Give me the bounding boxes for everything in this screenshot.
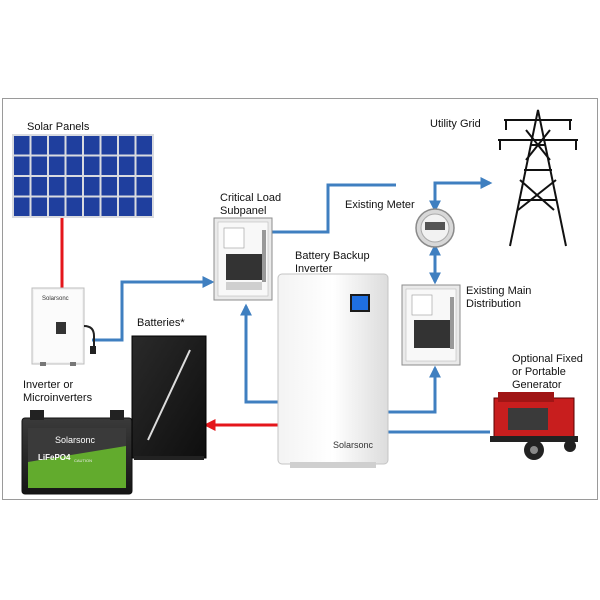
microinverter-to-subpanel-line [92,276,215,342]
subpanel-to-main-line [272,183,396,234]
label-generator-line2: or Portable [512,366,566,378]
microinverter-logo: Solarsonc [42,296,69,302]
solar-cell [119,197,135,216]
solar-cell [49,136,65,155]
label-critical-load-line1: Critical Load [220,192,282,204]
battery-chemistry: LiFePO4 [38,453,71,462]
solar-cell [49,177,65,196]
label-existing-main-line2: Distribution [466,298,522,310]
generator [490,392,578,460]
solar-cell [101,156,117,175]
solar-cell [136,156,152,175]
inverter-to-subpanel-line [240,303,278,404]
label-solar-panels: Solar Panels [27,121,90,133]
solar-cell [119,136,135,155]
label-batteries: Batteries* [137,317,185,329]
solar-cell [66,156,82,175]
solar-cell [84,177,100,196]
solar-cell [66,136,82,155]
battery-logo: Solarsonc [55,435,96,445]
inverter-logo: Solarsonc [333,440,374,450]
label-generator-line3: Generator [512,379,562,391]
wall-battery [131,335,207,460]
solar-cell [31,177,47,196]
label-utility-grid: Utility Grid [430,118,481,130]
existing-main-distribution [401,284,461,366]
solar-cell [49,156,65,175]
solar-cell [14,156,30,175]
solar-cell [49,197,65,216]
solar-cell [84,197,100,216]
label-battery-backup-line2: Inverter [295,263,333,275]
battery-backup-inverter: Solarsonc [277,273,389,468]
solar-cell [136,197,152,216]
solar-cell [31,136,47,155]
label-existing-meter: Existing Meter [345,199,415,211]
inverter-to-main-line [388,365,441,414]
solar-cell [31,197,47,216]
solar-cell [66,177,82,196]
solar-cell [84,136,100,155]
solar-cell [101,197,117,216]
solar-cell [101,177,117,196]
meter-to-grid-line [429,177,493,213]
solar-cell [31,156,47,175]
diagram-frame [2,98,598,500]
label-battery-backup-line1: Battery Backup [295,250,370,262]
solar-cell [136,136,152,155]
label-inverter-line1: Inverter or [23,379,74,391]
utility-grid-tower [498,109,578,247]
critical-load-subpanel [213,217,273,301]
solar-cell [84,156,100,175]
solar-cell [14,197,30,216]
solar-cell [101,136,117,155]
label-existing-main-line1: Existing Main [466,285,532,297]
solar-cell [66,197,82,216]
solar-cell [14,177,30,196]
label-inverter-line2: Microinverters [23,392,93,404]
label-generator-line1: Optional Fixed [512,353,583,365]
solar-cell [14,136,30,155]
solar-panel-array [12,134,154,218]
solar-cell [119,177,135,196]
label-critical-load-line2: Subpanel [220,205,267,217]
microinverter-unit: Solarsonc [31,287,96,366]
existing-meter [415,208,455,248]
solar-cell [119,156,135,175]
solar-cell [136,177,152,196]
battery-caution: CAUTION [74,458,92,463]
lifepo4-battery: Solarsonc LiFePO4 CAUTION [21,410,133,495]
